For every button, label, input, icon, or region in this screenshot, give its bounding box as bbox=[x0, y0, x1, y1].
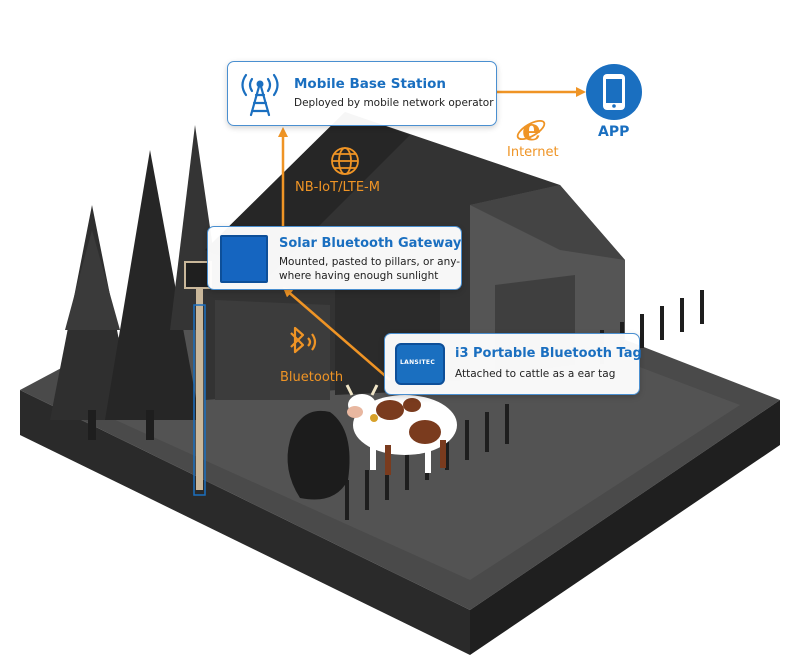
tag-title: i3 Portable Bluetooth Tag bbox=[455, 346, 642, 361]
tag-card: LANSITEC i3 Portable Bluetooth Tag Attac… bbox=[384, 333, 642, 395]
svg-text:e: e bbox=[522, 113, 541, 148]
tag-desc: Attached to cattle as a ear tag bbox=[455, 368, 616, 380]
base-station-desc: Deployed by mobile network operator bbox=[294, 97, 494, 109]
base-station-title: Mobile Base Station bbox=[294, 76, 447, 92]
gateway-desc-line1: Mounted, pasted to pillars, or any- bbox=[279, 256, 461, 268]
nbiot-label: NB-IoT/LTE-M bbox=[295, 180, 380, 195]
internet-e-icon: e bbox=[516, 113, 546, 148]
bluetooth-icon bbox=[290, 326, 317, 354]
app-label: APP bbox=[598, 124, 630, 140]
connection-arrows bbox=[278, 87, 586, 381]
app-phone bbox=[586, 64, 642, 120]
internet-label: Internet bbox=[507, 145, 559, 160]
gateway-desc-line2: where having enough sunlight bbox=[279, 270, 439, 282]
bluetooth-label: Bluetooth bbox=[280, 370, 344, 385]
globe-icon bbox=[331, 147, 359, 175]
cell-tower-icon bbox=[241, 73, 279, 117]
gateway-pole bbox=[184, 261, 212, 496]
arrow-bluetooth bbox=[282, 287, 391, 381]
base-station-card: Mobile Base Station Deployed by mobile n… bbox=[227, 61, 497, 126]
device-logo-text: LANSITEC bbox=[400, 359, 436, 366]
ear-tag-device-icon: LANSITEC bbox=[395, 343, 445, 385]
cow bbox=[345, 384, 457, 475]
rock bbox=[287, 410, 350, 500]
gateway-title: Solar Bluetooth Gateway bbox=[279, 236, 462, 251]
gateway-card: Solar Bluetooth Gateway Mounted, pasted … bbox=[207, 226, 462, 290]
solar-panel-icon bbox=[220, 235, 268, 283]
